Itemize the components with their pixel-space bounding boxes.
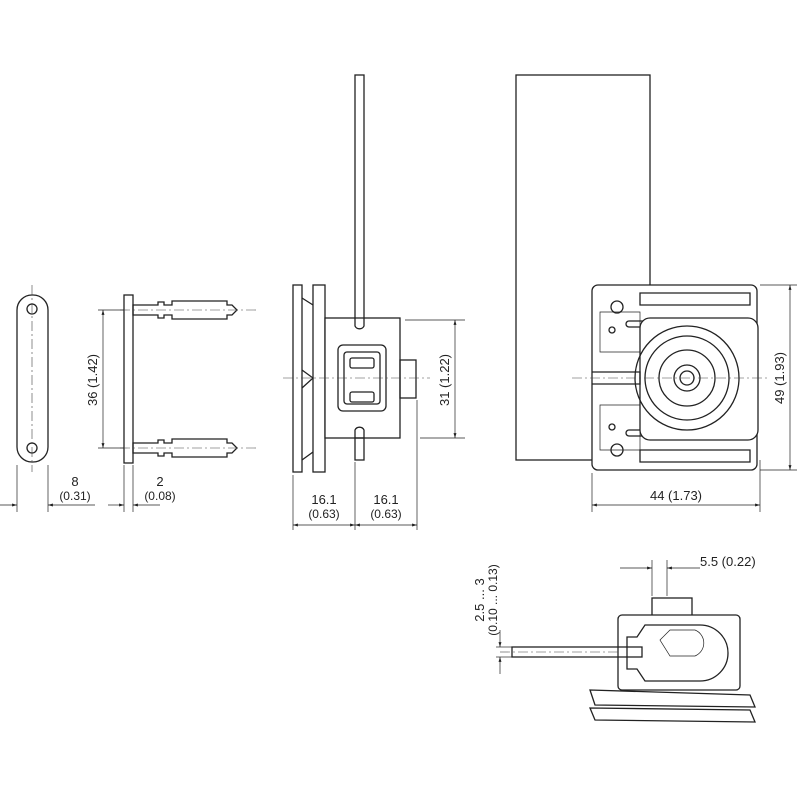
plate-width-inch: (0.31) — [59, 489, 90, 503]
depth-right-mm: 16.1 — [373, 492, 398, 507]
pin-plate-side — [98, 294, 258, 512]
depth-right-inch: (0.63) — [370, 507, 401, 521]
sensor-front-view — [515, 74, 797, 512]
gap-inch: (0.10 ... 0.13) — [486, 564, 500, 635]
depth-left-mm: 16.1 — [311, 492, 336, 507]
plate-thickness-inch: (0.08) — [144, 489, 175, 503]
depth-left-inch: (0.63) — [308, 507, 339, 521]
plate-thickness-mm: 2 — [156, 474, 163, 489]
overall-height-label: 49 (1.93) — [772, 352, 787, 404]
body-height-label: 31 (1.22) — [437, 354, 452, 406]
plate-width-mm: 8 — [71, 474, 78, 489]
overall-width-label: 44 (1.73) — [650, 488, 702, 503]
offset-label: 5.5 (0.22) — [700, 554, 756, 569]
gap-mm: 2.5 ... 3 — [472, 578, 487, 621]
sensor-top-view — [496, 560, 756, 723]
sensor-side-view — [283, 74, 465, 530]
mounting-plate-front — [0, 285, 95, 512]
pin-spacing-label: 36 (1.42) — [85, 354, 100, 406]
